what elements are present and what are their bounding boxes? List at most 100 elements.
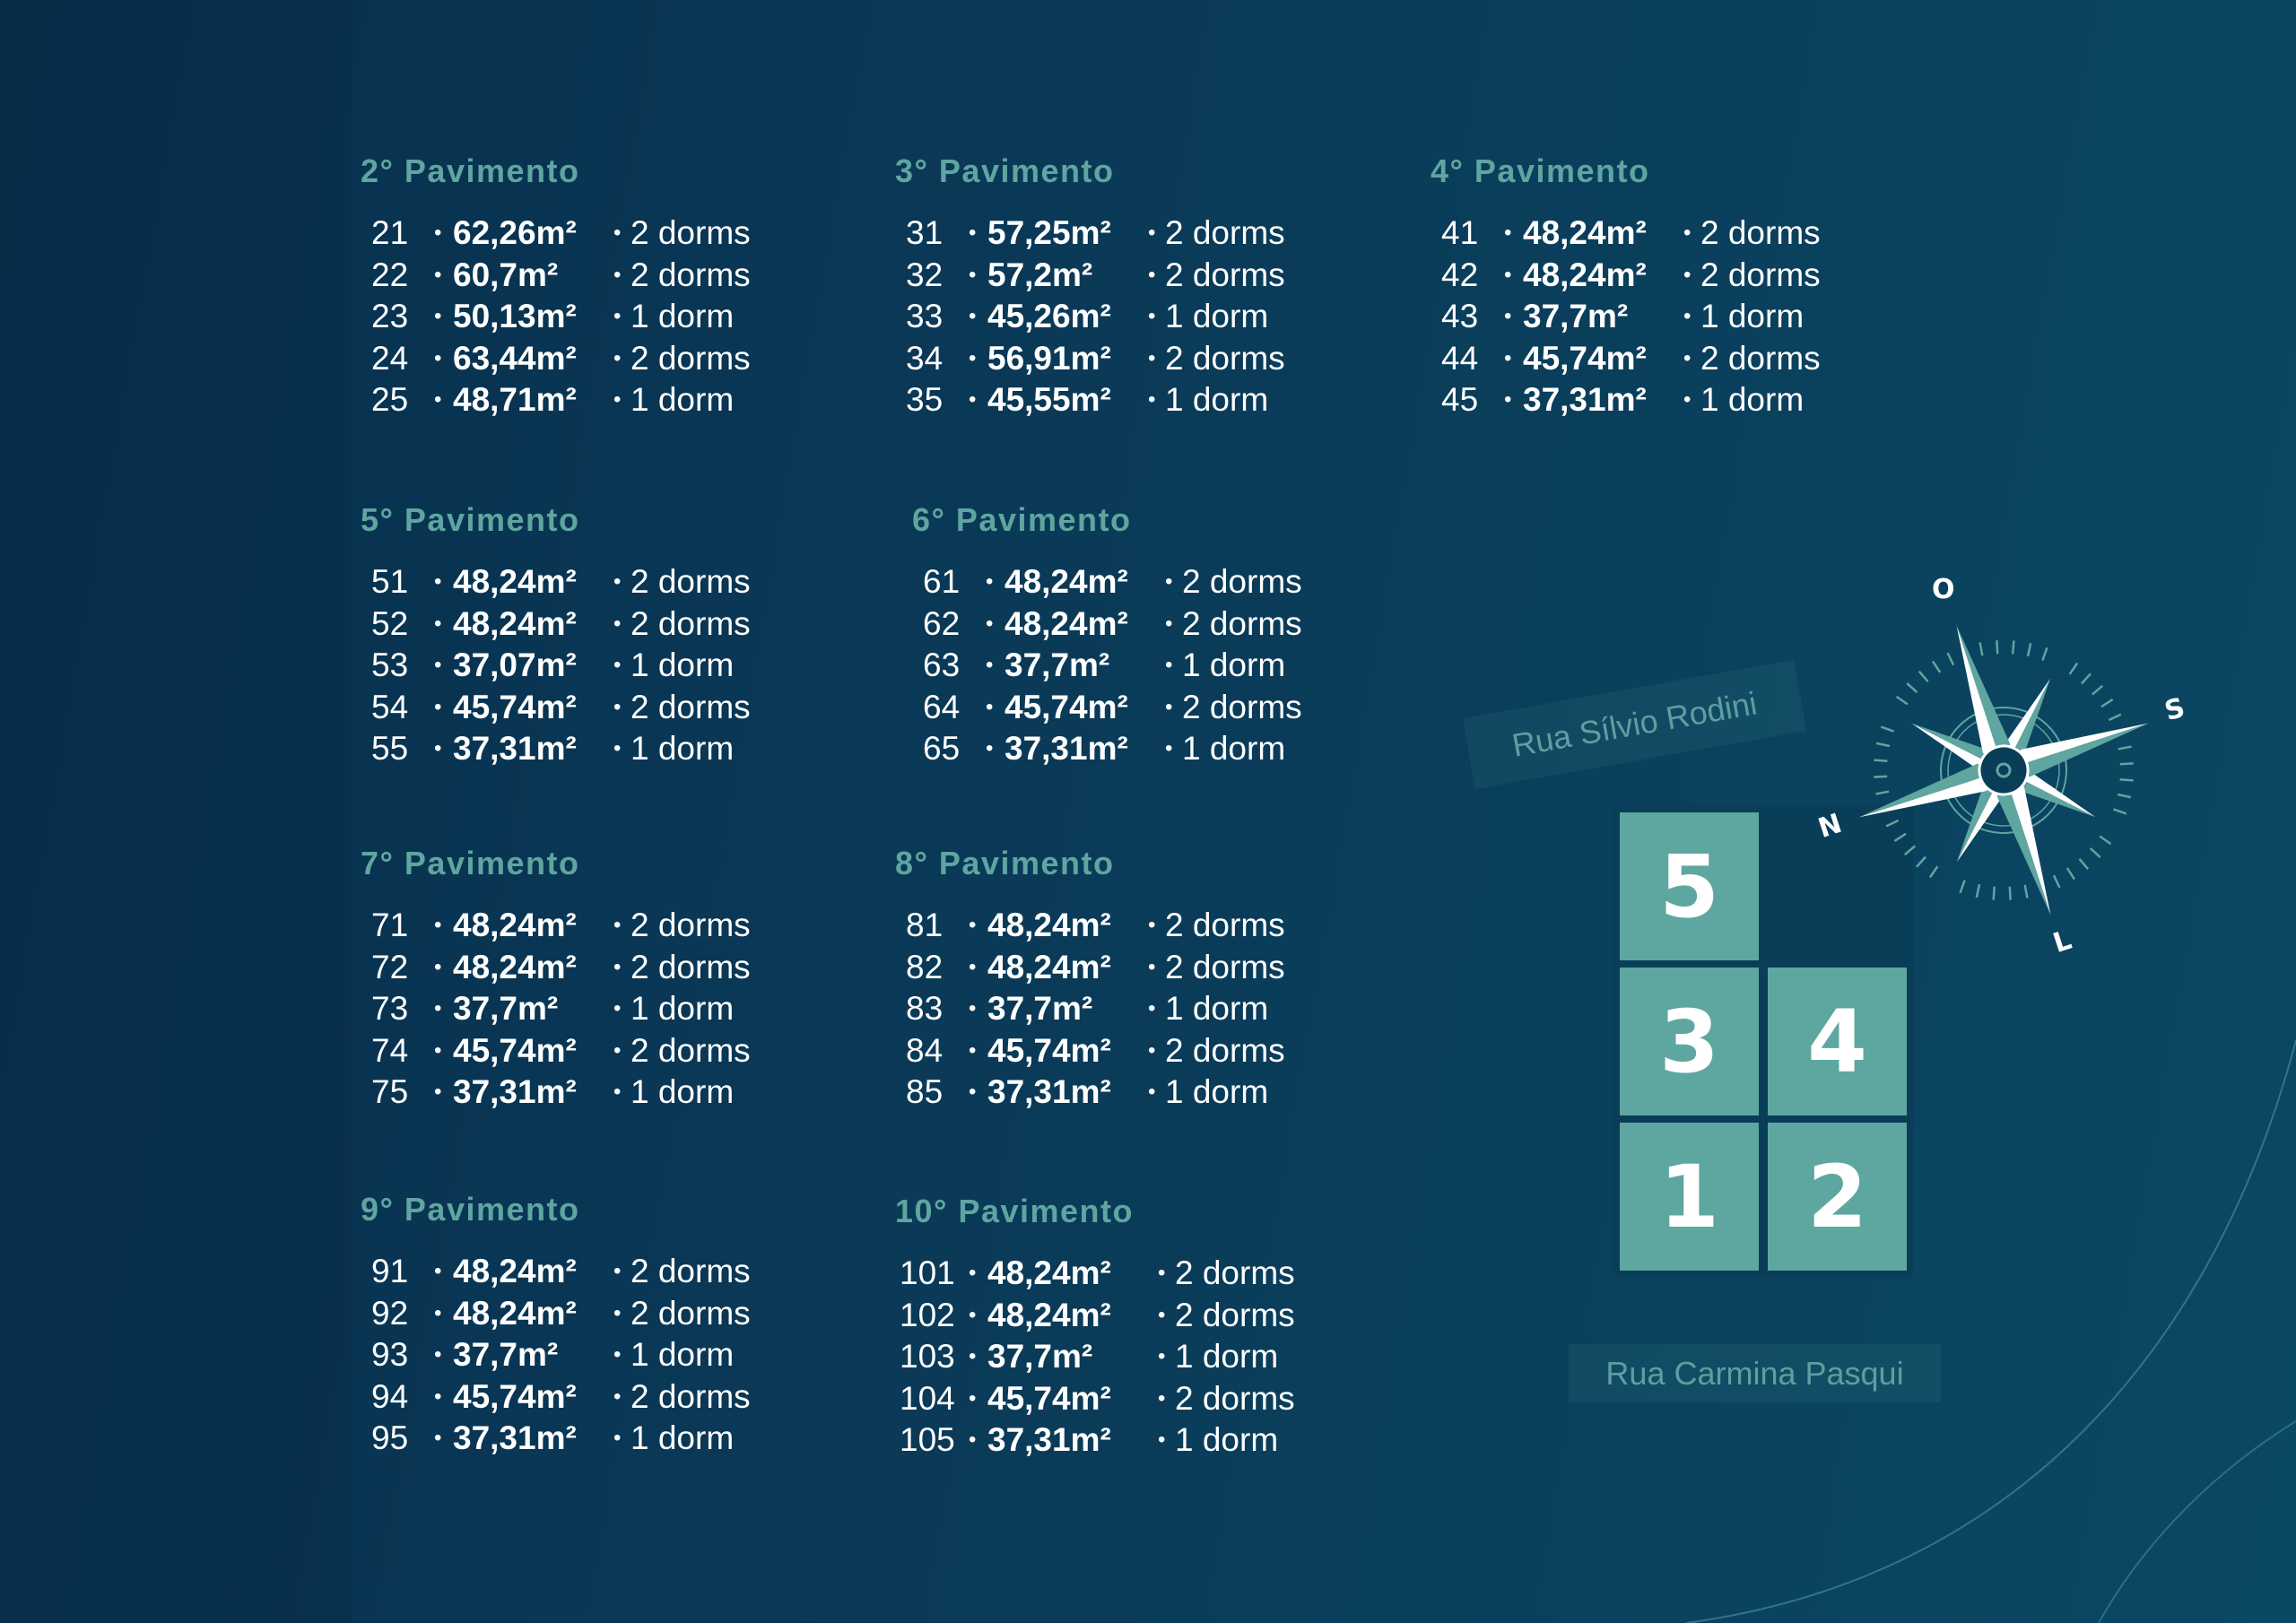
- compass-tick: [1880, 725, 1894, 733]
- floor-block: 4° Pavimento 41 • 48,24m² • 2 dorms 42 •…: [1431, 152, 1821, 421]
- bullet: •: [613, 1080, 622, 1104]
- unit-bedrooms: 2 dorms: [631, 256, 751, 293]
- compass-tick: [2066, 867, 2076, 881]
- bullet: •: [613, 1037, 622, 1063]
- unit-area: 37,31m²: [453, 1073, 577, 1110]
- bullet: •: [1683, 221, 1692, 245]
- compass-tick: [2099, 835, 2112, 846]
- unit-row: 64 • 45,74m² • 2 dorms: [912, 687, 1302, 729]
- bullet: •: [613, 1384, 622, 1409]
- unit-bedrooms: 1 dorm: [631, 298, 735, 334]
- unit-area: 48,24m²: [1523, 256, 1647, 293]
- bullet: •: [1158, 1261, 1166, 1285]
- unit-row: 44 • 45,74m² • 2 dorms: [1431, 338, 1821, 380]
- compass-tick: [2023, 884, 2029, 898]
- unit-bedrooms: 2 dorms: [631, 339, 751, 377]
- bullet: •: [986, 611, 994, 636]
- unit-number: 65: [923, 730, 961, 767]
- bullet: •: [1148, 1037, 1156, 1063]
- unit-area: 45,74m²: [1004, 688, 1128, 725]
- unit-bedrooms: 1 dorm: [1182, 730, 1286, 767]
- unit-area: 37,07m²: [453, 647, 577, 683]
- bullet: •: [969, 1080, 977, 1104]
- unit-area: 37,31m²: [987, 1421, 1111, 1458]
- compass-tick: [2068, 662, 2079, 675]
- unit-row: 73 • 37,7m² • 1 dorm: [361, 988, 751, 1030]
- compass-tick: [2117, 793, 2132, 799]
- compass-tick: [1903, 845, 1916, 856]
- bullet: •: [1165, 611, 1173, 636]
- compass-tick: [1906, 682, 1918, 693]
- unit-row: 95 • 37,31m² • 1 dorm: [361, 1418, 751, 1460]
- unit-row: 55 • 37,31m² • 1 dorm: [361, 728, 751, 770]
- bullet: •: [969, 1344, 977, 1368]
- unit-bedrooms: 2 dorms: [631, 907, 751, 943]
- street-name: Rua Carmina Pasqui: [1605, 1354, 1904, 1392]
- unit-row: 21 • 62,26m² • 2 dorms: [361, 213, 751, 255]
- compass-tick: [2041, 647, 2048, 661]
- bullet: •: [613, 736, 622, 760]
- bullet: •: [1148, 262, 1156, 287]
- bullet: •: [613, 304, 622, 328]
- bullet: •: [434, 736, 442, 760]
- unit-area: 37,7m²: [1523, 298, 1629, 334]
- bullet: •: [969, 1037, 977, 1063]
- unit-bedrooms: 2 dorms: [631, 1377, 751, 1415]
- unit-bedrooms: 1 dorm: [1175, 1421, 1279, 1458]
- unit-number: 101: [900, 1254, 955, 1291]
- unit-area: 37,31m²: [453, 1419, 577, 1456]
- unit-number: 31: [906, 214, 944, 251]
- unit-bedrooms: 2 dorms: [1700, 256, 1821, 293]
- unit-number: 34: [906, 339, 944, 377]
- tower-4: 4: [1768, 968, 1907, 1115]
- unit-row: 61 • 48,24m² • 2 dorms: [912, 561, 1302, 603]
- unit-row: 25 • 48,71m² • 1 dorm: [361, 379, 751, 421]
- unit-area: 48,24m²: [987, 1296, 1111, 1333]
- unit-number: 105: [900, 1421, 955, 1458]
- unit-bedrooms: 1 dorm: [631, 1073, 735, 1110]
- unit-number: 51: [371, 563, 409, 600]
- bullet: •: [1504, 262, 1512, 287]
- bullet: •: [434, 1426, 442, 1450]
- compass-tick: [2089, 847, 2101, 858]
- unit-row: 52 • 48,24m² • 2 dorms: [361, 603, 751, 646]
- unit-bedrooms: 2 dorms: [1182, 604, 1302, 642]
- unit-row: 23 • 50,13m² • 1 dorm: [361, 296, 751, 338]
- unit-bedrooms: 2 dorms: [1165, 907, 1285, 943]
- bullet: •: [969, 387, 977, 412]
- unit-area: 37,7m²: [453, 990, 559, 1027]
- compass-tick: [2008, 886, 2012, 900]
- unit-bedrooms: 1 dorm: [631, 1336, 735, 1373]
- unit-bedrooms: 2 dorms: [1700, 214, 1821, 251]
- bullet: •: [613, 611, 622, 636]
- bullet: •: [434, 653, 442, 677]
- unit-row: 74 • 45,74m² • 2 dorms: [361, 1030, 751, 1072]
- unit-row: 33 • 45,26m² • 1 dorm: [895, 296, 1285, 338]
- unit-row: 22 • 60,7m² • 2 dorms: [361, 255, 751, 297]
- unit-row: 54 • 45,74m² • 2 dorms: [361, 687, 751, 729]
- unit-bedrooms: 2 dorms: [631, 1294, 751, 1332]
- compass-point: [1956, 625, 2011, 770]
- bullet: •: [613, 221, 622, 245]
- unit-area: 37,7m²: [453, 1336, 559, 1373]
- unit-bedrooms: 1 dorm: [1165, 298, 1269, 334]
- unit-number: 53: [371, 647, 409, 683]
- floor-heading: 2° Pavimento: [361, 152, 580, 189]
- unit-number: 93: [371, 1336, 409, 1373]
- compass-tick: [1992, 886, 1996, 900]
- bullet: •: [1683, 387, 1692, 412]
- unit-bedrooms: 2 dorms: [1165, 214, 1285, 251]
- tower-number: 3: [1659, 991, 1719, 1092]
- tower-3: 3: [1620, 968, 1759, 1115]
- unit-area: 48,24m²: [1004, 604, 1128, 642]
- bullet: •: [986, 694, 994, 719]
- unit-bedrooms: 2 dorms: [1182, 563, 1302, 600]
- unit-row: 105 • 37,31m² • 1 dorm: [895, 1419, 1295, 1462]
- compass-tick: [2092, 684, 2104, 696]
- unit-row: 101 • 48,24m² • 2 dorms: [895, 1253, 1295, 1295]
- bullet: •: [434, 1300, 442, 1325]
- unit-row: 51 • 48,24m² • 2 dorms: [361, 561, 751, 603]
- compass-tick: [2119, 762, 2134, 766]
- bullet: •: [1148, 345, 1156, 370]
- bullet: •: [1504, 345, 1512, 370]
